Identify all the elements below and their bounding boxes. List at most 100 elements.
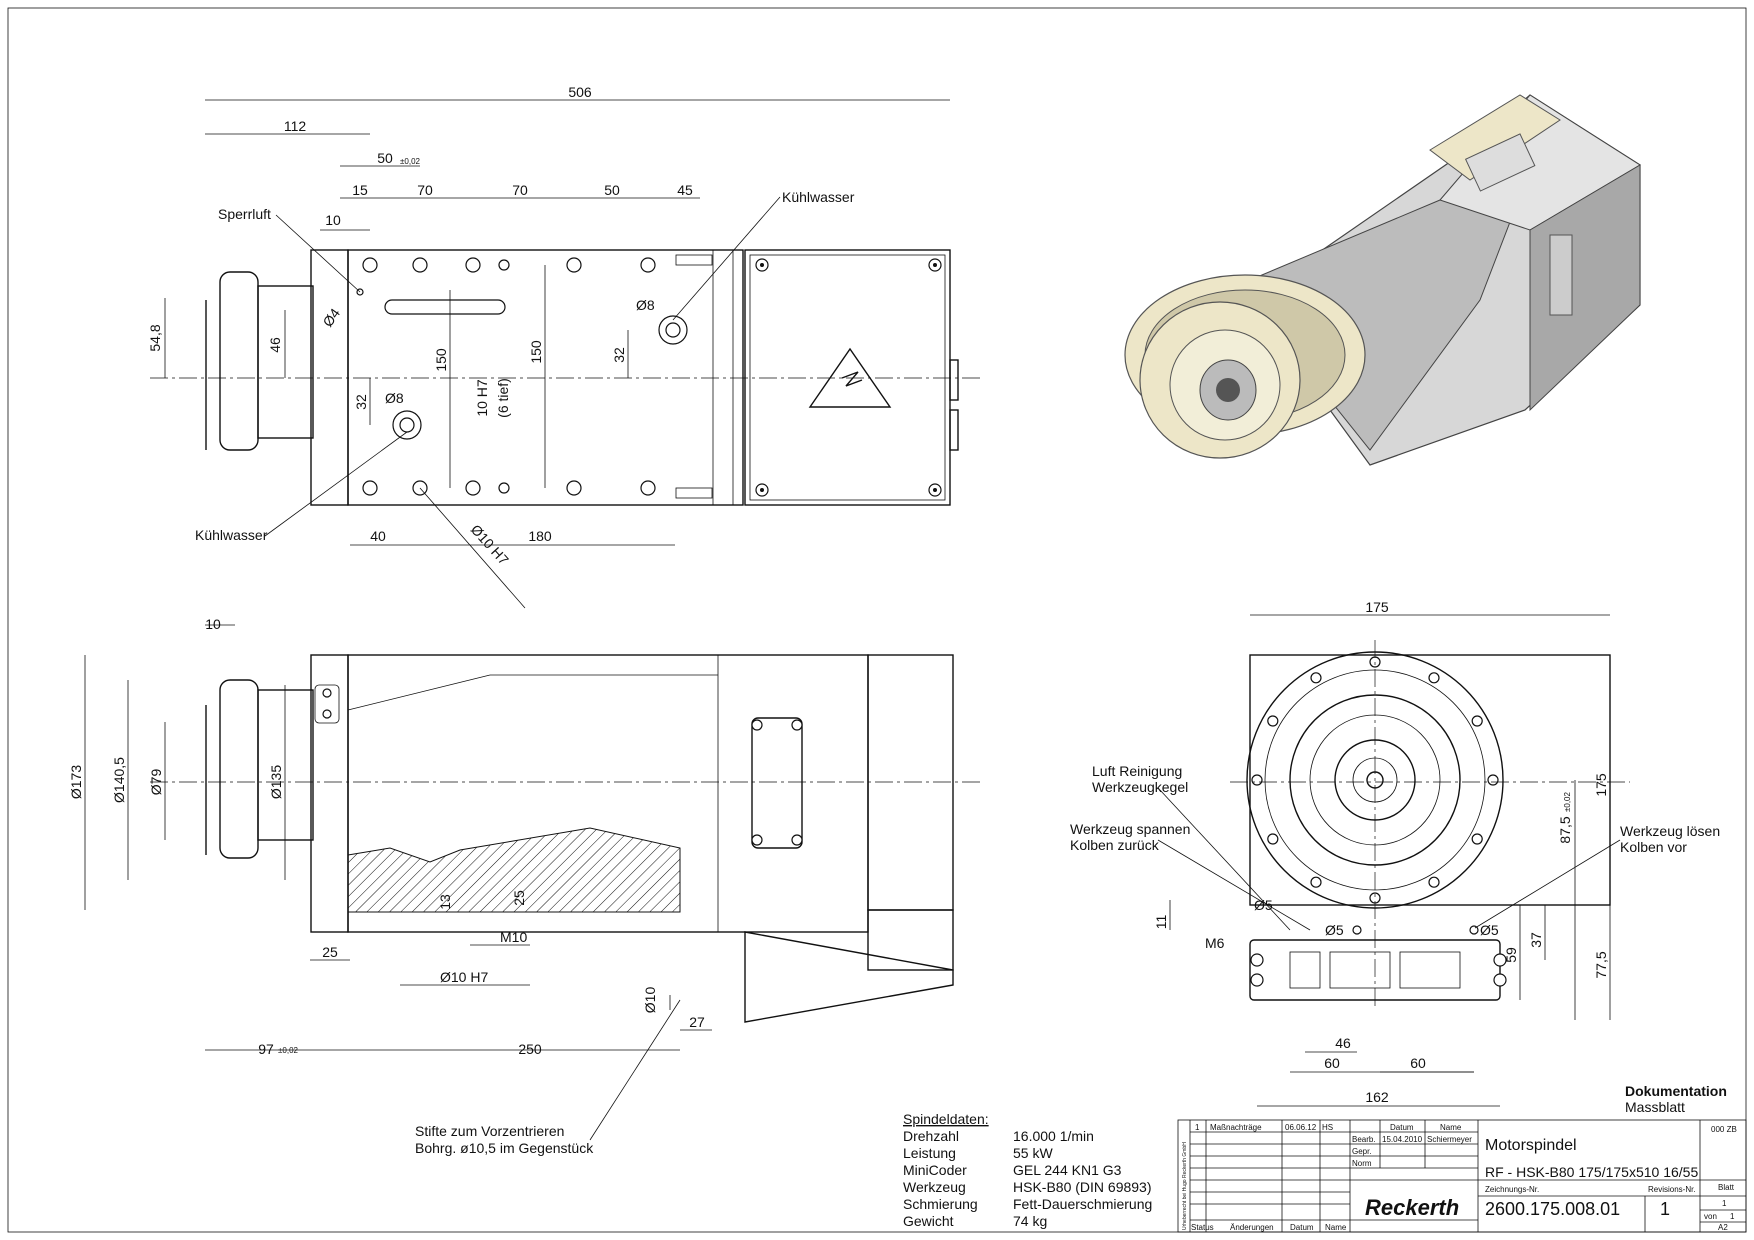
dim-50-tol: ±0,02 <box>400 157 421 166</box>
header-datum: Datum <box>1390 1123 1414 1132</box>
spindle-data-heading: Spindeldaten: <box>903 1111 989 1127</box>
label-aenderungen: Änderungen <box>1230 1223 1274 1232</box>
blatt-label: Blatt <box>1718 1183 1735 1192</box>
rev-by: HS <box>1322 1123 1333 1132</box>
dim-506: 506 <box>568 84 592 100</box>
dim-50b: 50 <box>604 182 620 198</box>
label-bearb: Bearb. <box>1352 1135 1376 1144</box>
dim-77-5: 77,5 <box>1593 951 1609 978</box>
von-value: 1 <box>1730 1212 1735 1221</box>
product-model: RF - HSK-B80 175/175x510 16/55 <box>1485 1164 1698 1180</box>
label-luft-line2: Werkzeugkegel <box>1092 779 1188 795</box>
spindle-key: Leistung <box>903 1145 956 1161</box>
dim-6-tief: (6 tief) <box>495 378 511 418</box>
isometric-view <box>1124 94 1641 466</box>
product-name: Motorspindel <box>1485 1137 1577 1154</box>
dim-10h7-top: 10 H7 <box>474 379 490 417</box>
dim-97: 97 <box>258 1041 274 1057</box>
dim-50: 50 <box>377 150 393 166</box>
dim-phi135: Ø135 <box>268 765 284 799</box>
dim-60a: 60 <box>1324 1055 1340 1071</box>
dim-40: 40 <box>370 528 386 544</box>
dim-phi8-a: Ø8 <box>385 390 404 406</box>
dim-45: 45 <box>677 182 693 198</box>
label-kuehlwasser-top: Kühlwasser <box>782 189 855 205</box>
flange-bolt-hole <box>1310 672 1322 684</box>
front-view <box>1157 614 1630 1107</box>
label-spannen-line1: Werkzeug spannen <box>1070 821 1190 837</box>
flange-bolt-hole <box>1428 672 1440 684</box>
dim-37: 37 <box>1528 932 1544 948</box>
dim-175-height: 175 <box>1593 773 1609 797</box>
revisions-nr-label: Revisions-Nr. <box>1648 1185 1696 1194</box>
spindle-key: Werkzeug <box>903 1179 966 1195</box>
dim-10: 10 <box>325 212 341 228</box>
dim-70b: 70 <box>512 182 528 198</box>
dim-162: 162 <box>1365 1089 1389 1105</box>
label-loesen-line2: Kolben vor <box>1620 839 1687 855</box>
dim-phi4: Ø4 <box>319 305 343 330</box>
blatt-value: 1 <box>1722 1199 1727 1208</box>
spindle-value: 16.000 1/min <box>1013 1128 1094 1144</box>
header-name: Name <box>1440 1123 1462 1132</box>
dim-15: 15 <box>352 182 368 198</box>
spindle-value: GEL 244 KN1 G3 <box>1013 1162 1122 1178</box>
dim-phi10: Ø10 <box>642 987 658 1014</box>
spindle-value: Fett-Dauerschmierung <box>1013 1196 1152 1212</box>
zeichnungs-nr-label: Zeichnungs-Nr. <box>1485 1185 1539 1194</box>
dim-phi5-b: Ø5 <box>1325 922 1344 938</box>
copyright-note: Urheberrecht bei Hugo Reckerth GmbH <box>1182 1142 1188 1230</box>
dim-60b: 60 <box>1410 1055 1426 1071</box>
dim-54-8: 54,8 <box>147 324 163 351</box>
top-view <box>150 99 980 609</box>
bearb-date: 15.04.2010 <box>1382 1135 1423 1144</box>
dim-150b: 150 <box>528 340 544 364</box>
dim-phi8-b: Ø8 <box>636 297 655 313</box>
label-kuehlwasser-bottom: Kühlwasser <box>195 527 268 543</box>
dim-phi5-a: Ø5 <box>1254 897 1273 913</box>
rev-text: Maßnachträge <box>1210 1123 1262 1132</box>
dim-175-width: 175 <box>1365 599 1389 615</box>
company-logo: Reckerth <box>1365 1195 1459 1220</box>
doc-subtitle: Massblatt <box>1625 1099 1685 1115</box>
spindle-data: Spindeldaten: Drehzahl 16.000 1/min Leis… <box>903 1111 1152 1229</box>
flange-bolt-hole <box>1310 876 1322 888</box>
dim-phi140-5: Ø140,5 <box>111 757 127 803</box>
dim-11: 11 <box>1153 915 1169 930</box>
dim-32b: 32 <box>353 394 369 410</box>
dim-150a: 150 <box>433 348 449 372</box>
dim-87-5: 87,5 <box>1557 816 1573 843</box>
dim-m6: M6 <box>1205 935 1225 951</box>
label-name: Name <box>1325 1223 1347 1232</box>
dim-46: 46 <box>267 337 283 353</box>
spindle-key: Schmierung <box>903 1196 978 1212</box>
revisions-nr: 1 <box>1660 1199 1670 1219</box>
dim-180: 180 <box>528 528 552 544</box>
dim-27: 27 <box>689 1014 705 1030</box>
rev-number: 1 <box>1195 1123 1200 1132</box>
label-spannen-line2: Kolben zurück <box>1070 837 1160 853</box>
label-loesen-line1: Werkzeug lösen <box>1620 823 1720 839</box>
sheet-format: A2 <box>1718 1223 1728 1232</box>
label-datum: Datum <box>1290 1223 1314 1232</box>
note-stifte-line2: Bohrg. ø10,5 im Gegenstück <box>415 1140 594 1156</box>
flange-bolt-hole <box>1428 876 1440 888</box>
dim-87-5-tol: ±0,02 <box>1563 791 1572 812</box>
dim-phi79: Ø79 <box>148 769 164 796</box>
flange-bolt-hole <box>1251 774 1263 786</box>
dim-112: 112 <box>284 118 307 134</box>
spindle-key: Gewicht <box>903 1213 954 1229</box>
spindle-value: 74 kg <box>1013 1213 1047 1229</box>
dim-46-front: 46 <box>1335 1035 1351 1051</box>
note-stifte-line1: Stifte zum Vorzentrieren <box>415 1123 564 1139</box>
label-gepr: Gepr. <box>1352 1147 1372 1156</box>
dim-59: 59 <box>1503 947 1519 963</box>
dim-250: 250 <box>518 1041 542 1057</box>
dim-phi5-c: Ø5 <box>1480 922 1499 938</box>
spindle-key: Drehzahl <box>903 1128 959 1144</box>
dim-phi173: Ø173 <box>68 765 84 799</box>
rev-date: 06.06.12 <box>1285 1123 1317 1132</box>
spindle-value: 55 kW <box>1013 1145 1053 1161</box>
side-view <box>84 624 980 1141</box>
